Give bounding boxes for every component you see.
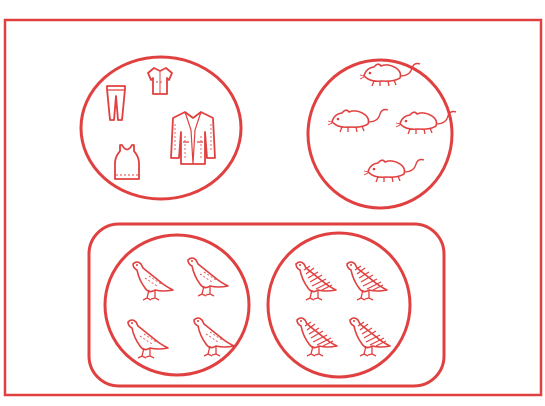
bird-icon bbox=[350, 318, 390, 356]
bird-icon bbox=[194, 318, 234, 356]
tank-top-icon bbox=[115, 145, 139, 179]
trousers-icon bbox=[107, 86, 125, 120]
mouse-icon bbox=[364, 160, 424, 183]
shirt-icon bbox=[148, 68, 172, 94]
bird-sets-group bbox=[89, 224, 444, 386]
hatched-birds-set-circle bbox=[268, 233, 410, 377]
mouse-icon bbox=[396, 112, 456, 135]
hatched-birds-set bbox=[268, 233, 410, 377]
clothes-set bbox=[81, 57, 241, 199]
bird-icon bbox=[133, 262, 173, 300]
mouse-icon bbox=[328, 110, 388, 133]
mice-set bbox=[308, 60, 456, 208]
outline-birds-set bbox=[105, 235, 249, 375]
clothes-set-circle bbox=[81, 57, 241, 199]
bird-icon bbox=[188, 258, 228, 296]
bird-icon bbox=[128, 320, 168, 358]
bird-icon bbox=[347, 262, 387, 300]
outline-birds-set-circle bbox=[105, 235, 249, 375]
outer-frame bbox=[5, 20, 541, 395]
bird-icon bbox=[297, 318, 337, 356]
bird-icon bbox=[296, 262, 336, 300]
jacket-icon bbox=[171, 112, 215, 164]
